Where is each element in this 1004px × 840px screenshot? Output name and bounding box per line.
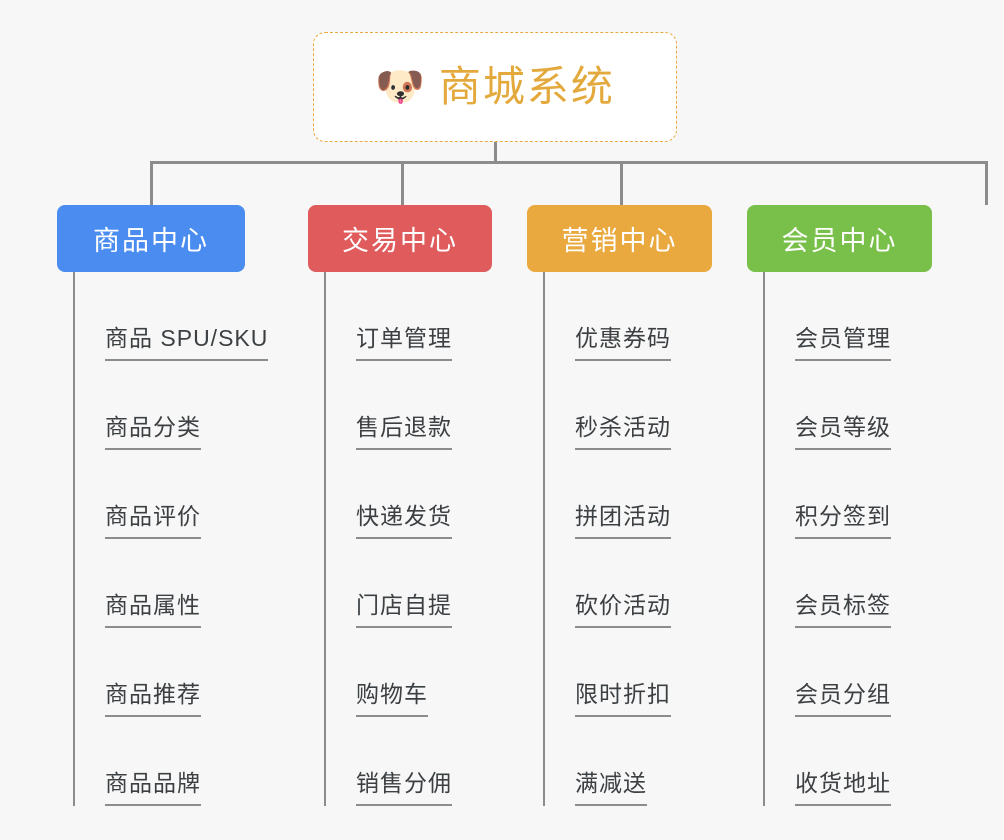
dog-face-icon: 🐶	[375, 64, 425, 110]
connector-horizontal-bar	[150, 161, 988, 164]
leaf-item[interactable]: 商品品牌	[73, 717, 307, 806]
leaf-item[interactable]: 收货地址	[763, 717, 987, 806]
root-node[interactable]: 🐶 商城系统	[313, 32, 677, 142]
leaf-item[interactable]: 积分签到	[763, 450, 987, 539]
leaf-item[interactable]: 会员标签	[763, 539, 987, 628]
leaf-item[interactable]: 商品属性	[73, 539, 307, 628]
category-label-1: 商品中心	[93, 226, 209, 256]
leaf-item[interactable]: 商品推荐	[73, 628, 307, 717]
leaf-list-2: 订单管理 售后退款 快递发货 门店自提 购物车 销售分佣	[308, 272, 528, 806]
leaf-label: 会员分组	[795, 681, 891, 717]
category-column-2: 交易中心 订单管理 售后退款 快递发货 门店自提 购物车 销售分佣	[308, 205, 528, 806]
leaf-label: 商品推荐	[105, 681, 201, 717]
category-column-4: 会员中心 会员管理 会员等级 积分签到 会员标签 会员分组 收货地址	[747, 205, 987, 806]
leaf-list-4: 会员管理 会员等级 积分签到 会员标签 会员分组 收货地址	[747, 272, 987, 806]
leaf-label: 会员标签	[795, 592, 891, 628]
leaf-item[interactable]: 秒杀活动	[543, 361, 747, 450]
category-label-2: 交易中心	[342, 226, 458, 256]
leaf-item[interactable]: 会员等级	[763, 361, 987, 450]
leaf-item[interactable]: 限时折扣	[543, 628, 747, 717]
leaf-item[interactable]: 销售分佣	[324, 717, 528, 806]
leaf-item[interactable]: 订单管理	[324, 272, 528, 361]
category-box-4[interactable]: 会员中心	[747, 205, 932, 272]
leaf-label: 收货地址	[795, 770, 891, 806]
leaf-label: 售后退款	[356, 414, 452, 450]
leaf-label: 商品分类	[105, 414, 201, 450]
leaf-label: 优惠券码	[575, 325, 671, 361]
leaf-item[interactable]: 快递发货	[324, 450, 528, 539]
leaf-item[interactable]: 商品分类	[73, 361, 307, 450]
leaf-item[interactable]: 满减送	[543, 717, 747, 806]
leaf-label: 商品品牌	[105, 770, 201, 806]
leaf-label: 商品 SPU/SKU	[105, 325, 269, 361]
leaf-label: 商品属性	[105, 592, 201, 628]
leaf-item[interactable]: 售后退款	[324, 361, 528, 450]
leaf-item[interactable]: 购物车	[324, 628, 528, 717]
leaf-item[interactable]: 会员管理	[763, 272, 987, 361]
connector-drop-3	[620, 161, 623, 205]
leaf-label: 砍价活动	[575, 592, 671, 628]
leaf-item[interactable]: 会员分组	[763, 628, 987, 717]
leaf-item[interactable]: 拼团活动	[543, 450, 747, 539]
leaf-item[interactable]: 门店自提	[324, 539, 528, 628]
leaf-label: 拼团活动	[575, 503, 671, 539]
category-label-3: 营销中心	[561, 226, 678, 256]
category-column-3: 营销中心 优惠券码 秒杀活动 拼团活动 砍价活动 限时折扣 满减送	[527, 205, 747, 806]
leaf-item[interactable]: 优惠券码	[543, 272, 747, 361]
leaf-item[interactable]: 砍价活动	[543, 539, 747, 628]
leaf-item[interactable]: 商品评价	[73, 450, 307, 539]
leaf-list-1: 商品 SPU/SKU 商品分类 商品评价 商品属性 商品推荐 商品品牌	[57, 272, 307, 806]
leaf-label: 销售分佣	[356, 770, 452, 806]
leaf-label: 会员管理	[795, 325, 891, 361]
leaf-label: 限时折扣	[575, 681, 671, 717]
leaf-label: 会员等级	[795, 414, 891, 450]
leaf-label: 快递发货	[356, 503, 452, 539]
root-title: 商城系统	[438, 63, 615, 110]
connector-root-stem	[494, 142, 497, 164]
leaf-label: 满减送	[575, 770, 647, 806]
connector-drop-2	[401, 161, 404, 205]
category-box-1[interactable]: 商品中心	[57, 205, 245, 272]
category-box-2[interactable]: 交易中心	[308, 205, 492, 272]
leaf-label: 订单管理	[356, 325, 452, 361]
leaf-label: 积分签到	[795, 503, 891, 539]
category-column-1: 商品中心 商品 SPU/SKU 商品分类 商品评价 商品属性 商品推荐 商品品牌	[57, 205, 307, 806]
leaf-label: 商品评价	[105, 503, 201, 539]
leaf-label: 秒杀活动	[575, 414, 671, 450]
category-label-4: 会员中心	[781, 226, 898, 256]
leaf-label: 门店自提	[356, 592, 452, 628]
leaf-item[interactable]: 商品 SPU/SKU	[73, 272, 307, 361]
leaf-label: 购物车	[356, 681, 428, 717]
connector-drop-1	[150, 161, 153, 205]
leaf-list-3: 优惠券码 秒杀活动 拼团活动 砍价活动 限时折扣 满减送	[527, 272, 747, 806]
category-box-3[interactable]: 营销中心	[527, 205, 712, 272]
connector-drop-4	[985, 161, 988, 205]
